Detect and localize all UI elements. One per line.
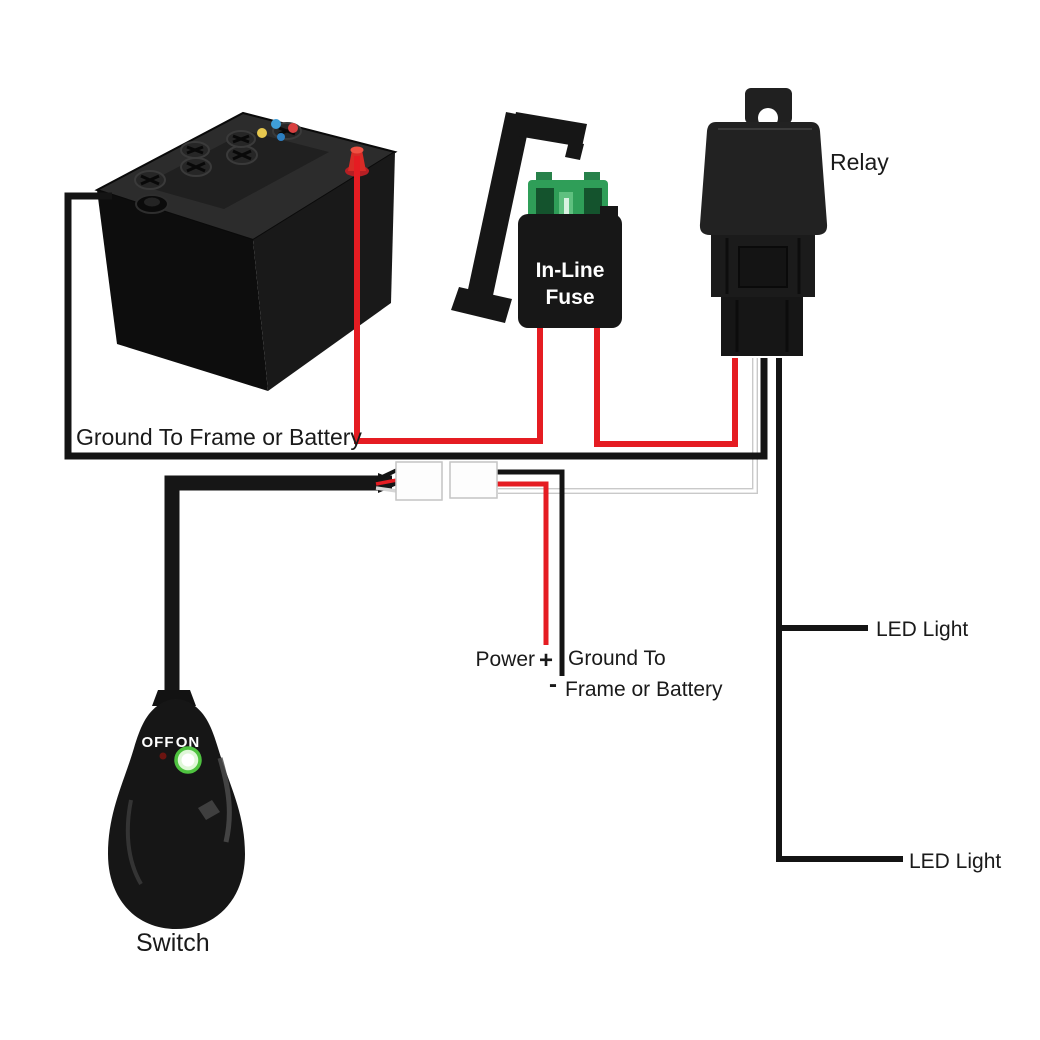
relay-body: [699, 122, 828, 235]
switch-gloss-right: [217, 757, 232, 843]
fuse-lid-foot: [451, 287, 512, 323]
switch-off-dot: [159, 752, 167, 760]
fuse-holder-latch: [600, 206, 618, 220]
battery-cap-cross-marks: [140, 126, 296, 186]
relay-socket: [721, 297, 803, 356]
battery-top-inset: [142, 131, 329, 209]
fuse-label-line1: In-Line: [536, 259, 605, 282]
relay-mount-tab: [745, 88, 792, 124]
battery-positive-terminal-top: [350, 146, 364, 154]
fuse-lid-hook: [565, 141, 584, 160]
battery-front-face: [97, 190, 268, 391]
battery-indicator-dot-blue: [271, 119, 281, 129]
ground-wire: [64, 192, 768, 460]
fuse-lid-column: [467, 112, 531, 300]
switch-off-text: OFF: [142, 734, 175, 751]
battery-indicator-dot-blue-small: [277, 133, 285, 141]
connector-shell-right: [449, 461, 498, 499]
battery-to-fuse-wire: [354, 156, 543, 444]
ground-to-label-line1: Ground To: [568, 647, 666, 670]
fuse-blade-center-slot: [564, 198, 569, 214]
annotations: Ground To Frame or Battery Relay Power +…: [76, 149, 1001, 957]
battery-indicator-dot-yellow: [257, 128, 267, 138]
ground-minus-symbol: -: [549, 671, 557, 698]
led-output-wire: [776, 358, 903, 862]
relay-mid-inset: [738, 246, 788, 288]
ground-to-label-line2: Frame or Battery: [565, 678, 723, 701]
switch-label: Switch: [136, 929, 210, 957]
switch: OFF ON: [108, 690, 245, 929]
switch-gloss-spot: [198, 800, 220, 820]
white-wire-core: [498, 358, 757, 493]
cable-strand-white: [375, 486, 398, 493]
fuse-blade-slot-left: [536, 188, 554, 216]
led-wire-main: [776, 358, 903, 862]
relay: [699, 88, 828, 356]
cable-strand-black: [375, 468, 398, 482]
relay-label: Relay: [830, 149, 889, 175]
cable-strand-red: [375, 478, 398, 486]
power-wires: [354, 156, 738, 447]
fuse-to-relay-wire: [594, 326, 738, 447]
switch-on-led-core: [181, 753, 195, 767]
ground-bus-label: Ground To Frame or Battery: [76, 424, 362, 450]
inline-fuse: In-Line Fuse: [451, 112, 622, 328]
ground-wire-path: [64, 192, 768, 460]
power-label: Power: [475, 648, 535, 671]
connector-power-lead: [497, 481, 549, 645]
connector-ground-lead: [497, 469, 565, 676]
relay-trigger-white-wire: [498, 358, 758, 494]
battery-negative-terminal-top: [144, 197, 160, 207]
led-light-label-bottom: LED Light: [909, 850, 1001, 873]
switch-gloss-left: [125, 799, 143, 886]
inline-connector: [395, 461, 498, 501]
fuse-holder-body: [518, 214, 622, 328]
power-plus-symbol: +: [539, 647, 553, 674]
connector-shell-left: [395, 461, 443, 501]
fuse-lid-arm: [511, 112, 587, 147]
battery: [94, 111, 398, 391]
switch-body: [108, 699, 245, 929]
switch-cable-path: [164, 475, 392, 696]
fuse-blade-slot-right: [584, 188, 602, 216]
switch-cable: [164, 468, 402, 696]
switch-on-text: ON: [176, 734, 201, 751]
battery-indicator-dot-red: [288, 123, 298, 133]
fuse-label-line2: Fuse: [545, 286, 594, 309]
led-light-label-top: LED Light: [876, 618, 968, 641]
